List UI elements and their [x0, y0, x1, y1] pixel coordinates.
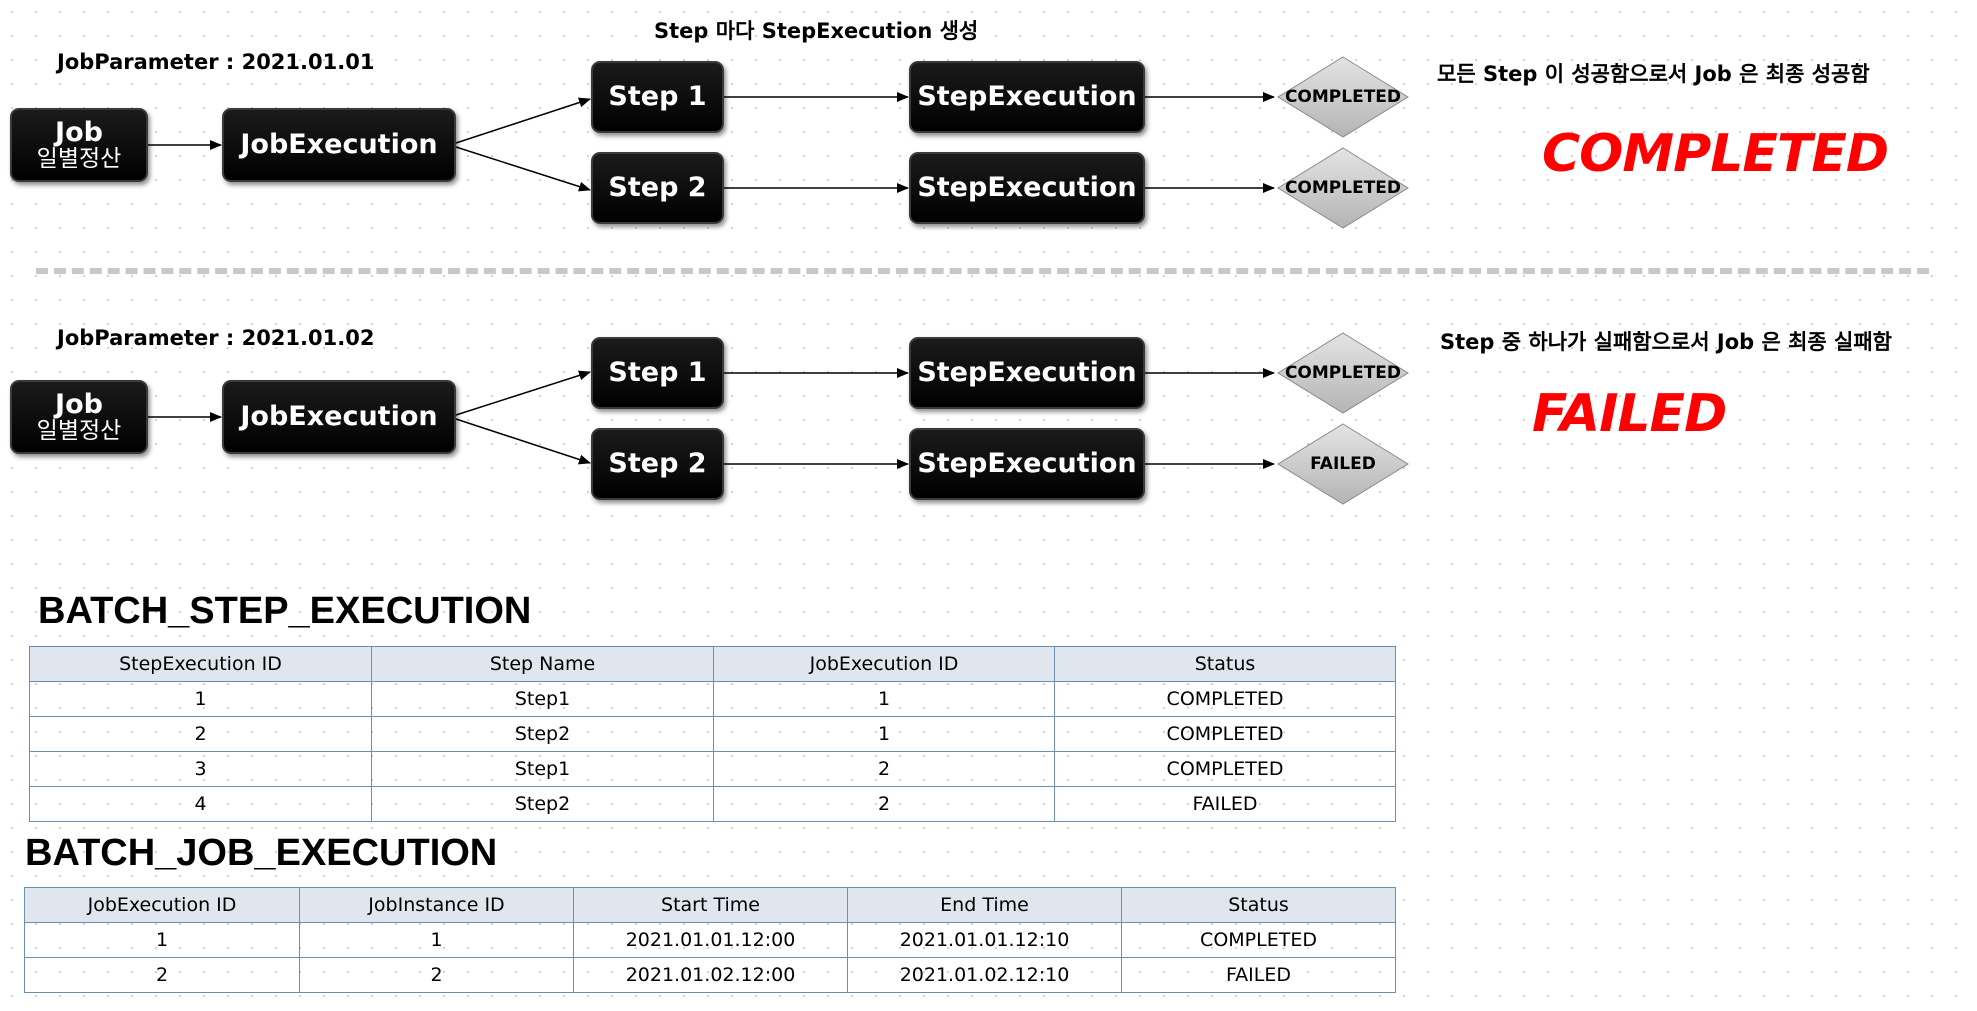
table-cell: 2 — [299, 957, 574, 993]
column-header: Status — [1054, 646, 1396, 682]
table-cell: 2021.01.01.12:10 — [847, 922, 1122, 958]
table-cell: 1 — [713, 716, 1055, 752]
table-cell: Step1 — [371, 751, 714, 787]
step2-label: Step 2 — [608, 171, 707, 203]
table-row: 2 Step2 1 COMPLETED — [29, 716, 1396, 752]
step1-box: Step 1 — [591, 61, 724, 133]
table-cell: 2 — [24, 957, 300, 993]
step1-label: Step 1 — [608, 80, 707, 112]
status-label-bottom-1: COMPLETED — [1284, 363, 1402, 383]
step-execution-label: StepExecution — [917, 80, 1137, 112]
step-execution-label: StepExecution — [917, 171, 1137, 203]
table-cell: Step2 — [371, 786, 714, 822]
arrow-jobexecution-to-step1 — [455, 97, 591, 144]
table-cell: 2 — [713, 751, 1055, 787]
arrow-jobexecution-to-step2 — [455, 146, 591, 192]
step-execution-box-4: StepExecution — [909, 428, 1145, 500]
job-subtitle: 일별정산 — [36, 146, 122, 173]
column-header: JobExecution ID — [713, 646, 1055, 682]
table-cell: COMPLETED — [1121, 922, 1396, 958]
table-cell: 2021.01.02.12:10 — [847, 957, 1122, 993]
step-execution-box-2: StepExecution — [909, 152, 1145, 224]
result-note-top: 모든 Step 이 성공함으로서 Job 은 최종 성공함 — [1437, 62, 1870, 86]
job-execution-label: JobExecution — [240, 128, 438, 160]
step-execution-label: StepExecution — [917, 447, 1137, 479]
table-row: 2 2 2021.01.02.12:00 2021.01.02.12:10 FA… — [24, 957, 1396, 993]
table-cell: COMPLETED — [1054, 751, 1396, 787]
column-header: Start Time — [573, 887, 848, 923]
status-diamond-top-2 — [1277, 147, 1409, 229]
status-label-bottom-2: FAILED — [1310, 454, 1376, 474]
step-table-title: BATCH_STEP_EXECUTION — [38, 590, 532, 632]
step1-box-2: Step 1 — [591, 337, 724, 409]
table-cell: 2021.01.01.12:00 — [573, 922, 848, 958]
table-row: 1 Step1 1 COMPLETED — [29, 681, 1396, 717]
column-header: JobExecution ID — [24, 887, 300, 923]
column-header: JobInstance ID — [299, 887, 574, 923]
column-header: Status — [1121, 887, 1396, 923]
column-header: End Time — [847, 887, 1122, 923]
final-status-bottom: FAILED — [1532, 384, 1727, 444]
status-diamond-bottom-1 — [1277, 332, 1409, 414]
job-table-title: BATCH_JOB_EXECUTION — [25, 832, 498, 874]
job-execution-box: JobExecution — [222, 108, 456, 182]
column-header: StepExecution ID — [29, 646, 372, 682]
table-header-row: JobExecution ID JobInstance ID Start Tim… — [24, 887, 1396, 923]
table-cell: 1 — [29, 681, 372, 717]
table-cell: Step2 — [371, 716, 714, 752]
table-header-row: StepExecution ID Step Name JobExecution … — [29, 646, 1396, 682]
job-execution-label: JobExecution — [240, 400, 438, 432]
table-cell: Step1 — [371, 681, 714, 717]
table-cell: COMPLETED — [1054, 681, 1396, 717]
table-cell: 1 — [24, 922, 300, 958]
step-execution-box-1: StepExecution — [909, 61, 1145, 133]
job-subtitle: 일별정산 — [36, 418, 122, 445]
step2-box: Step 2 — [591, 152, 724, 224]
table-cell: 2 — [713, 786, 1055, 822]
table-cell: 1 — [713, 681, 1055, 717]
table-cell: 3 — [29, 751, 372, 787]
column-header: Step Name — [371, 646, 714, 682]
status-diamond-bottom-2 — [1277, 423, 1409, 505]
section-separator — [36, 268, 1929, 274]
status-label-top-2: COMPLETED — [1284, 178, 1402, 198]
table-cell: 2 — [29, 716, 372, 752]
step1-label: Step 1 — [608, 356, 707, 388]
table-cell: COMPLETED — [1054, 716, 1396, 752]
job-execution-box-2: JobExecution — [222, 380, 456, 454]
table-row: 3 Step1 2 COMPLETED — [29, 751, 1396, 787]
table-cell: FAILED — [1054, 786, 1396, 822]
arrow-jobexecution-to-step2-2 — [455, 418, 591, 465]
step2-box-2: Step 2 — [591, 428, 724, 500]
job-execution-table: JobExecution ID JobInstance ID Start Tim… — [24, 887, 1396, 993]
result-note-bottom: Step 중 하나가 실패함으로서 Job 은 최종 실패함 — [1440, 330, 1893, 354]
arrow-jobexecution-to-step1-2 — [455, 370, 591, 416]
table-cell: FAILED — [1121, 957, 1396, 993]
job-box: Job 일별정산 — [10, 108, 148, 182]
step-execution-table: StepExecution ID Step Name JobExecution … — [29, 646, 1396, 822]
step-execution-label: StepExecution — [917, 356, 1137, 388]
step-execution-header: Step 마다 StepExecution 생성 — [654, 19, 979, 43]
step-execution-box-3: StepExecution — [909, 337, 1145, 409]
step2-label: Step 2 — [608, 447, 707, 479]
job-parameter-label-2: JobParameter : 2021.01.02 — [57, 326, 375, 350]
final-status-top: COMPLETED — [1542, 124, 1889, 184]
table-row: 1 1 2021.01.01.12:00 2021.01.01.12:10 CO… — [24, 922, 1396, 958]
table-cell: 2021.01.02.12:00 — [573, 957, 848, 993]
table-row: 4 Step2 2 FAILED — [29, 786, 1396, 822]
job-parameter-label: JobParameter : 2021.01.01 — [57, 50, 375, 74]
table-cell: 4 — [29, 786, 372, 822]
table-cell: 1 — [299, 922, 574, 958]
job-box-2: Job 일별정산 — [10, 380, 148, 454]
status-diamond-top-1 — [1277, 56, 1409, 138]
status-label-top-1: COMPLETED — [1284, 87, 1402, 107]
job-title: Job — [55, 116, 103, 148]
job-title: Job — [55, 388, 103, 420]
